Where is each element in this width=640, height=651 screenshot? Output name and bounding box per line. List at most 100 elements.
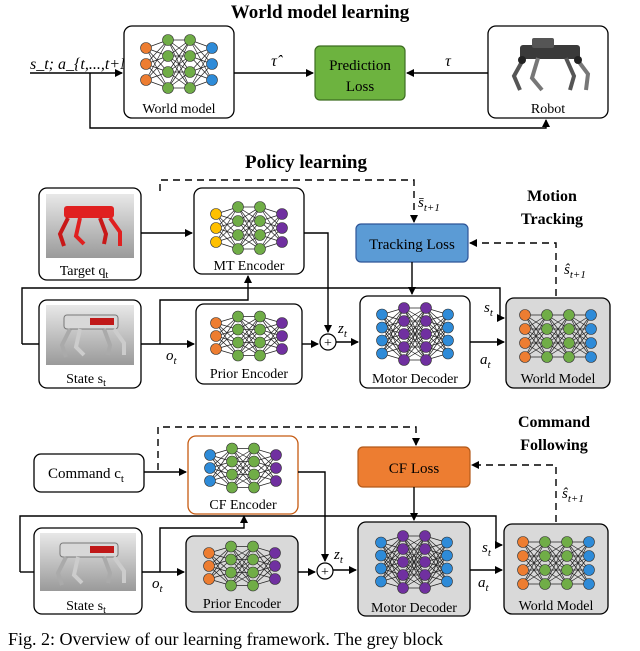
network-edge [403, 320, 427, 361]
network-node [248, 442, 260, 455]
prediction-loss-line2: Loss [346, 79, 375, 95]
network-edge [167, 39, 191, 73]
network-node [563, 309, 575, 321]
network-node [376, 321, 388, 334]
network-node [184, 66, 196, 78]
network-node [397, 569, 409, 581]
top-world-model-box: World model [123, 25, 235, 119]
network-node [441, 575, 453, 588]
robot-image [511, 38, 591, 92]
network-edge [381, 307, 405, 354]
network-node [519, 309, 531, 321]
cf-command-to-loss-dashed [157, 426, 420, 470]
network-node [519, 323, 531, 335]
network-node [517, 550, 529, 562]
network-node [441, 562, 453, 575]
network-edge [209, 448, 233, 482]
network-node [210, 222, 222, 234]
cf-prior-encoder-box: Prior Encoder [185, 535, 299, 613]
network-node [375, 536, 387, 549]
network-node [583, 550, 595, 562]
mt-motor-decoder-network [376, 302, 454, 366]
network-node [162, 66, 174, 78]
network-node [441, 549, 453, 562]
cf-a-label: at [478, 575, 490, 594]
mt-s-hat-label: ŝt+1 [564, 262, 586, 281]
network-edge [380, 548, 404, 582]
network-node [541, 351, 553, 363]
network-node [397, 582, 409, 594]
network-node [184, 82, 196, 94]
network-edge [259, 213, 283, 250]
network-edge [380, 535, 404, 582]
mt-encoder-network [210, 201, 288, 255]
network-edge [425, 327, 449, 361]
tracking-loss-label: Tracking Loss [369, 237, 455, 253]
network-edge [230, 546, 254, 586]
network-edge [215, 206, 239, 243]
mt-prior-encoder-network [210, 310, 288, 362]
network-node [376, 334, 388, 347]
target-image-box: Target qt [38, 187, 142, 281]
network-node [419, 569, 431, 581]
network-node [162, 82, 174, 94]
network-node [140, 42, 152, 54]
network-node [140, 74, 152, 86]
cf-encoder-label: CF Encoder [209, 498, 277, 513]
network-edge [546, 328, 570, 358]
network-node [269, 547, 281, 559]
mt-encoder-to-sum [304, 232, 332, 333]
command-following-title-line2: Following [520, 437, 588, 454]
network-edge [544, 541, 568, 585]
mt-state-to-world-model [21, 287, 505, 344]
network-node [226, 468, 238, 481]
network-node [254, 201, 266, 213]
network-node [375, 575, 387, 588]
network-node [248, 468, 260, 481]
cf-encoder-box: CF Encoder [187, 435, 299, 515]
mt-s-bar-label: s̄t+1 [418, 195, 440, 214]
network-node [583, 578, 595, 590]
network-node [419, 556, 431, 568]
network-edge [424, 542, 448, 576]
network-node [162, 50, 174, 62]
cf-plus-sign: + [321, 565, 329, 580]
network-node [519, 337, 531, 349]
network-node [442, 334, 454, 347]
network-node [517, 536, 529, 548]
cf-prior-encoder-label: Prior Encoder [203, 597, 281, 612]
mt-state-robot-image [59, 314, 126, 358]
network-node [442, 308, 454, 321]
network-edge [524, 314, 548, 344]
network-node [583, 564, 595, 576]
cf-s-hat-label: ŝt+1 [562, 486, 584, 505]
network-edge [259, 322, 283, 356]
cf-state-to-world-model [19, 515, 503, 572]
cf-loss-box: CF Loss [357, 446, 471, 488]
network-node [140, 58, 152, 70]
network-node [254, 229, 266, 241]
network-edge [167, 55, 191, 89]
network-node [561, 578, 573, 590]
network-edge [403, 307, 427, 348]
network-node [398, 328, 410, 340]
network-node [397, 556, 409, 568]
mt-prior-encoder-box: Prior Encoder [195, 303, 303, 385]
network-node [375, 549, 387, 562]
network-edge [425, 314, 449, 361]
network-node [254, 349, 266, 362]
network-node [210, 330, 222, 342]
cf-s-label: st [482, 540, 492, 559]
motion-tracking-title-line1: Motion [527, 188, 577, 205]
network-edge [237, 220, 261, 250]
network-edge [425, 314, 449, 348]
command-box: Command ct [33, 453, 145, 493]
network-node [226, 455, 238, 468]
network-node [276, 343, 288, 355]
network-node [585, 351, 597, 363]
mt-state-label: State st [66, 372, 106, 389]
network-node [247, 566, 259, 579]
cf-o-label: ot [152, 576, 164, 595]
cf-prior-encoder-network [203, 540, 281, 592]
network-node [419, 530, 431, 542]
